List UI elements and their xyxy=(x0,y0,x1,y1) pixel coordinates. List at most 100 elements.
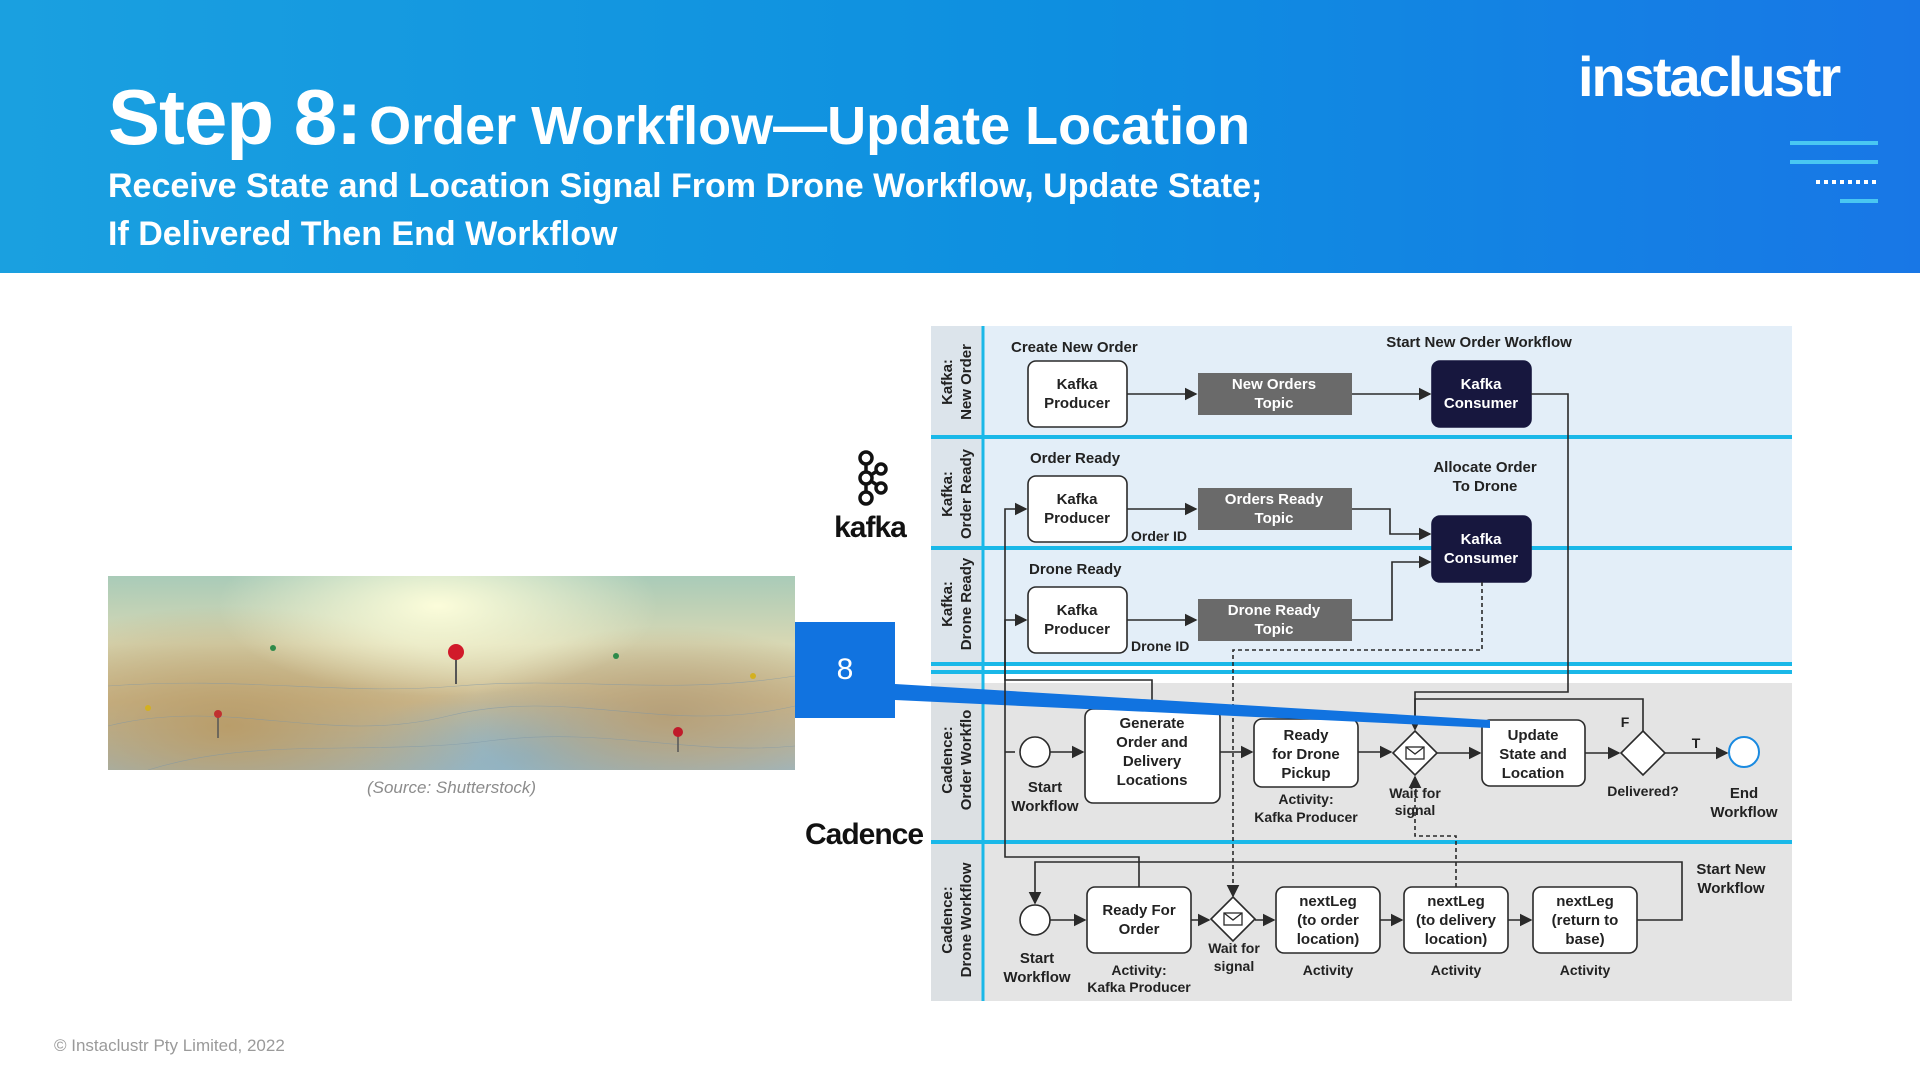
svg-text:nextLeg: nextLeg xyxy=(1427,893,1485,910)
svg-text:Activity:: Activity: xyxy=(1111,962,1166,978)
svg-text:signal: signal xyxy=(1395,802,1435,818)
svg-text:Start New: Start New xyxy=(1696,861,1766,878)
lane-label-kafka-new-order: Kafka: New Order xyxy=(939,344,975,420)
svg-text:Topic: Topic xyxy=(1255,510,1294,527)
svg-text:Drone Ready: Drone Ready xyxy=(958,557,975,650)
order-wf-generate-task: Generate Order and Delivery Locations xyxy=(1084,708,1221,804)
svg-text:nextLeg: nextLeg xyxy=(1299,893,1357,910)
svg-text:nextLeg: nextLeg xyxy=(1556,893,1614,910)
svg-text:Ready For: Ready For xyxy=(1102,902,1176,919)
drone-wf-ready-order-task: Ready For Order Activity: Kafka Producer xyxy=(1086,886,1192,995)
title-text: Order Workflow—Update Location xyxy=(369,96,1251,156)
row1-title: Create New Order xyxy=(1011,339,1138,356)
svg-text:Ready: Ready xyxy=(1283,727,1329,744)
row3-key-label: Drone ID xyxy=(1131,638,1189,654)
svg-text:Kafka Producer: Kafka Producer xyxy=(1254,809,1358,825)
svg-text:Topic: Topic xyxy=(1255,621,1294,638)
row1-new-orders-topic: New Orders Topic xyxy=(1198,373,1352,415)
order-wf-end-event: End Workflow xyxy=(1710,736,1778,821)
map-pins xyxy=(108,644,795,770)
svg-text:location): location) xyxy=(1297,931,1360,948)
lane-label-kafka-order-ready: Kafka: Order Ready xyxy=(939,448,975,539)
green-pin-icon xyxy=(613,653,619,659)
svg-text:Workflow: Workflow xyxy=(1710,804,1778,821)
drone-wf-start-event: Start Workflow xyxy=(1003,904,1071,986)
svg-text:Order Workflo: Order Workflo xyxy=(958,710,975,811)
svg-text:Kafka: Kafka xyxy=(1057,602,1099,619)
order-wf-wait-signal-gateway: Wait for signal xyxy=(1389,729,1441,818)
svg-text:Kafka:: Kafka: xyxy=(939,581,956,627)
svg-text:Kafka: Kafka xyxy=(1461,376,1503,393)
subtitle-line-1: Receive State and Location Signal From D… xyxy=(108,167,1263,205)
map-photo xyxy=(108,576,795,770)
order-wf-update-task: Update State and Location xyxy=(1481,719,1586,787)
svg-text:Orders Ready: Orders Ready xyxy=(1225,491,1324,508)
yellow-pin-icon xyxy=(145,705,151,711)
svg-text:Producer: Producer xyxy=(1044,510,1110,527)
instaclustr-logo: instaclustr xyxy=(1578,45,1841,108)
svg-text:T: T xyxy=(1692,735,1701,751)
svg-text:Activity: Activity xyxy=(1431,962,1482,978)
svg-text:Kafka Producer: Kafka Producer xyxy=(1087,979,1191,995)
svg-text:Kafka: Kafka xyxy=(1057,376,1099,393)
order-wf-delivered-gateway: Delivered? F T xyxy=(1607,714,1701,799)
svg-text:New Orders: New Orders xyxy=(1232,376,1316,393)
decorative-line xyxy=(1840,199,1878,203)
svg-text:Start: Start xyxy=(1020,950,1054,967)
svg-text:Delivered?: Delivered? xyxy=(1607,783,1679,799)
red-pin-icon xyxy=(448,644,464,660)
drone-wf-wait-signal-gateway: Wait for signal xyxy=(1208,895,1260,974)
svg-text:Kafka: Kafka xyxy=(1057,491,1099,508)
lane-label-cadence-drone-workflow: Cadence: Drone Workflow xyxy=(939,862,975,977)
header-banner: Step 8:Order Workflow—Update Location Re… xyxy=(0,0,1920,273)
lane-label-cadence-order-workflow: Cadence: Order Workflo xyxy=(939,710,975,811)
svg-text:Kafka:: Kafka: xyxy=(939,359,956,405)
svg-text:End: End xyxy=(1730,785,1758,802)
svg-text:Activity:: Activity: xyxy=(1278,791,1333,807)
svg-text:F: F xyxy=(1621,714,1630,730)
svg-text:Order: Order xyxy=(1119,921,1160,938)
kafka-wordmark: kafka xyxy=(834,511,907,544)
svg-text:Workflow: Workflow xyxy=(1011,798,1079,815)
decorative-dotted-line xyxy=(1816,180,1878,184)
slide-title: Step 8:Order Workflow—Update Location xyxy=(108,72,1250,163)
svg-text:Topic: Topic xyxy=(1255,395,1294,412)
svg-text:Update: Update xyxy=(1508,727,1559,744)
svg-text:(to order: (to order xyxy=(1297,912,1359,929)
photo-caption: (Source: Shutterstock) xyxy=(366,778,537,797)
svg-text:base): base) xyxy=(1565,931,1604,948)
svg-text:Delivery: Delivery xyxy=(1123,753,1182,770)
svg-text:Workflow: Workflow xyxy=(1697,880,1765,897)
svg-text:Producer: Producer xyxy=(1044,395,1110,412)
svg-text:Wait for: Wait for xyxy=(1208,940,1260,956)
svg-text:Activity: Activity xyxy=(1560,962,1611,978)
svg-text:Consumer: Consumer xyxy=(1444,395,1518,412)
svg-text:Kafka:: Kafka: xyxy=(939,471,956,517)
svg-text:Cadence:: Cadence: xyxy=(939,726,956,794)
svg-text:Location: Location xyxy=(1502,765,1565,782)
svg-text:Generate: Generate xyxy=(1119,715,1184,732)
svg-text:Allocate Order: Allocate Order xyxy=(1433,459,1537,476)
drone-wf-start-new-label: Start New Workflow xyxy=(1696,861,1766,897)
svg-text:Drone Ready: Drone Ready xyxy=(1228,602,1321,619)
row2-orders-ready-topic: Orders Ready Topic xyxy=(1198,488,1352,530)
order-wf-start-event: Start Workflow xyxy=(1011,736,1079,815)
row2-kafka-producer: Kafka Producer xyxy=(1027,475,1128,543)
svg-text:Drone Workflow: Drone Workflow xyxy=(958,862,975,977)
decorative-line xyxy=(1790,141,1878,145)
order-wf-ready-pickup-task: Ready for Drone Pickup Activity: Kafka P… xyxy=(1253,718,1359,825)
svg-text:Consumer: Consumer xyxy=(1444,550,1518,567)
row2-kafka-consumer: Kafka Consumer xyxy=(1431,515,1532,583)
cadence-logo: Cadence xyxy=(805,818,924,851)
row1-kafka-producer: Kafka Producer xyxy=(1027,360,1128,428)
svg-text:Locations: Locations xyxy=(1117,772,1188,789)
svg-text:for Drone: for Drone xyxy=(1272,746,1340,763)
row3-kafka-producer: Kafka Producer xyxy=(1027,586,1128,654)
row1-kafka-consumer: Kafka Consumer xyxy=(1431,360,1532,428)
svg-text:Order and: Order and xyxy=(1116,734,1188,751)
row2-title: Order Ready xyxy=(1030,450,1121,467)
decorative-line xyxy=(1790,160,1878,164)
step-marker-box: 8 xyxy=(795,622,895,718)
svg-text:New Order: New Order xyxy=(958,344,975,420)
